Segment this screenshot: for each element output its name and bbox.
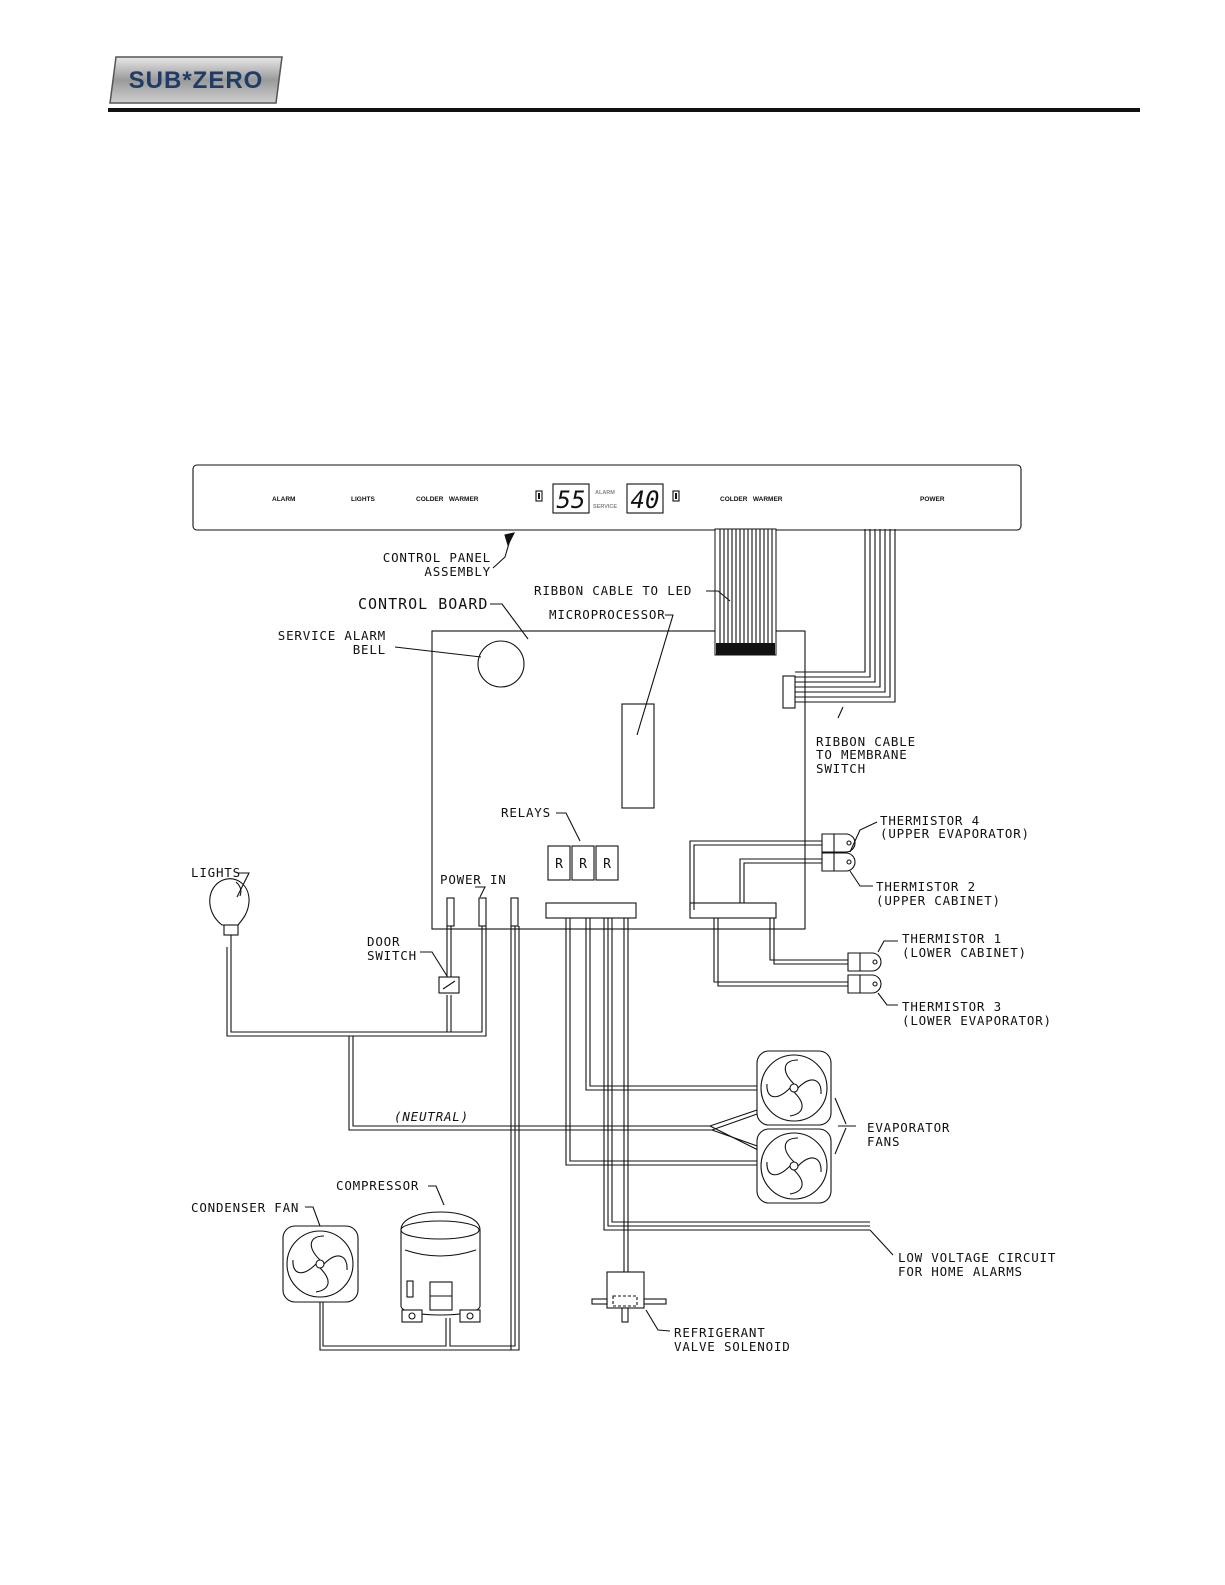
ribbon-cable-membrane: [795, 529, 896, 703]
callout-door-switch-2: SWITCH: [367, 948, 417, 963]
thermistor-connector: [689, 902, 777, 919]
relays: R R R: [547, 845, 619, 881]
evaporator-fan-upper: [756, 1050, 832, 1126]
callout-service-alarm-2: BELL: [353, 642, 386, 657]
refrigerant-valve-solenoid: [591, 1271, 667, 1323]
power-pin-3: [510, 897, 519, 927]
evaporator-fan-lower: [756, 1128, 832, 1204]
display-left: [552, 483, 590, 514]
callout-low-voltage-2: FOR HOME ALARMS: [898, 1264, 1023, 1279]
callout-neutral: (NEUTRAL): [394, 1109, 469, 1124]
callout-ribbon-membrane-1: RIBBON CABLE: [816, 734, 916, 749]
callout-thermistor-3-2: (LOWER EVAPORATOR): [902, 1013, 1052, 1028]
output-connector: [545, 902, 637, 919]
panel-power-label: POWER: [920, 496, 945, 503]
control-panel-assembly: ALARM LIGHTS COLDER WARMER 55 ALARM SERV…: [192, 464, 1022, 531]
service-alarm-bell: [477, 640, 525, 688]
callout-evap-fans-2: FANS: [867, 1134, 900, 1149]
control-board: R R R: [431, 630, 806, 930]
relay-2: [571, 845, 595, 881]
relay-1: [547, 845, 571, 881]
relay-2-label: R: [579, 857, 587, 872]
thermistor-wiring: [689, 840, 848, 987]
callout-control-board: CONTROL BOARD: [358, 595, 488, 613]
callout-ribbon-membrane-2: TO MEMBRANE: [816, 747, 908, 762]
thermistor-1: [847, 952, 882, 972]
power-pin-1: [446, 897, 455, 927]
microprocessor: [621, 703, 655, 809]
power-pin-2: [478, 897, 487, 927]
callout-low-voltage-1: LOW VOLTAGE CIRCUIT: [898, 1250, 1056, 1265]
light-bulb: [209, 878, 250, 947]
callout-thermistor-4-1: THERMISTOR 4: [880, 813, 980, 828]
callout-thermistor-3-1: THERMISTOR 3: [902, 999, 1002, 1014]
neutral-wiring: [348, 1036, 761, 1152]
condenser-fan: [282, 1225, 359, 1303]
ribbon-cable-led: [714, 528, 777, 656]
power-line-wiring: [319, 926, 520, 1351]
callout-thermistor-2-1: THERMISTOR 2: [876, 879, 976, 894]
callout-door-switch-1: DOOR: [367, 934, 400, 949]
callout-ribbon-led: RIBBON CABLE TO LED: [534, 583, 692, 598]
alarm-indicator-label: ALARM: [595, 490, 615, 496]
leader-lines: [236, 532, 898, 1332]
lights-wiring: [226, 926, 487, 1037]
callout-labels: CONTROL PANEL ASSEMBLY RIBBON CABLE TO L…: [191, 550, 1056, 1354]
callout-thermistor-1-2: (LOWER CABINET): [902, 945, 1027, 960]
display-right: [626, 483, 664, 514]
display-left-value: 55: [557, 486, 586, 514]
compressor: [400, 1211, 481, 1323]
thermistor-2: [821, 852, 856, 872]
output-wiring: [565, 918, 870, 1272]
panel-lights-label: LIGHTS: [351, 496, 375, 503]
relay-1-label: R: [555, 857, 563, 872]
relay-3-label: R: [603, 857, 611, 872]
callout-thermistor-4-2: (UPPER EVAPORATOR): [880, 826, 1030, 841]
callout-refrigerant-1: REFRIGERANT: [674, 1325, 766, 1340]
callout-compressor: COMPRESSOR: [336, 1178, 419, 1193]
callout-lights: LIGHTS: [191, 865, 241, 880]
display-right-value: 40: [631, 486, 660, 514]
callout-control-panel-2: ASSEMBLY: [424, 564, 491, 579]
panel-alarm-label: ALARM: [272, 496, 295, 503]
callout-microprocessor: MICROPROCESSOR: [549, 607, 666, 622]
service-indicator-label: SERVICE: [593, 504, 617, 510]
callout-power-in: POWER IN: [440, 872, 507, 887]
callout-condenser-fan: CONDENSER FAN: [191, 1200, 299, 1215]
callout-control-panel-1: CONTROL PANEL: [383, 550, 491, 565]
sub-zero-logo: SUB*ZERO: [109, 56, 283, 104]
header-rule: [108, 108, 1140, 112]
panel-colder-warmer-left: COLDER WARMER: [416, 496, 479, 503]
membrane-connector: [782, 675, 796, 709]
callout-evap-fans-1: EVAPORATOR: [867, 1120, 950, 1135]
callout-refrigerant-2: VALVE SOLENOID: [674, 1339, 791, 1354]
relay-3: [595, 845, 619, 881]
logo-text: SUB*ZERO: [129, 67, 264, 94]
thermistor-3: [847, 974, 882, 994]
thermistor-4: [821, 833, 856, 853]
callout-ribbon-membrane-3: SWITCH: [816, 761, 866, 776]
callout-relays: RELAYS: [501, 805, 551, 820]
callout-thermistor-2-2: (UPPER CABINET): [876, 893, 1001, 908]
panel-colder-warmer-right: COLDER WARMER: [720, 496, 783, 503]
callout-thermistor-1-1: THERMISTOR 1: [902, 931, 1002, 946]
callout-service-alarm-1: SERVICE ALARM: [278, 628, 386, 643]
